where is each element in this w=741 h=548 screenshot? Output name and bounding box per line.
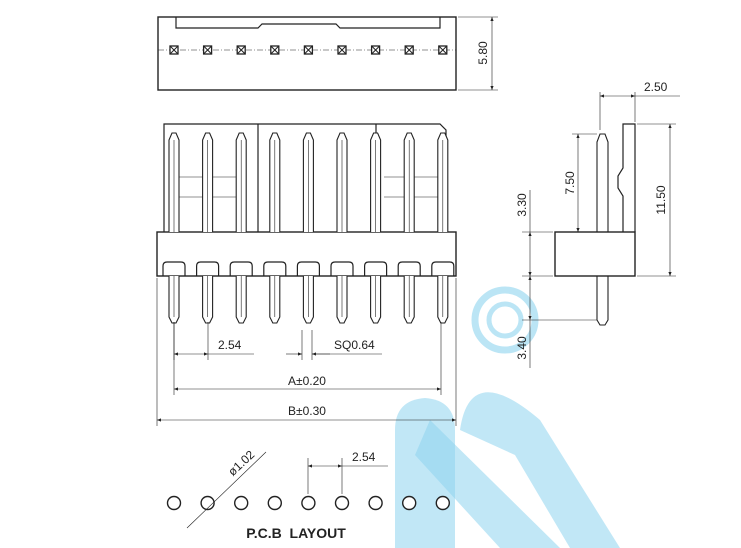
dim-tail-length: 3.40	[515, 336, 529, 360]
side-view: 2.50 7.50 11.50 3.30 3.40	[515, 80, 680, 368]
dim-pitch-front: 2.54	[218, 338, 242, 352]
front-pin	[330, 132, 354, 324]
front-pin	[364, 132, 388, 324]
pcb-hole	[301, 495, 316, 511]
top-pin-mark	[438, 45, 448, 55]
top-pin-mark	[236, 45, 246, 55]
dim-b: B±0.30	[288, 404, 326, 418]
top-pin-mark	[404, 45, 414, 55]
pcb-hole	[334, 495, 350, 511]
front-pin	[229, 132, 253, 324]
pcb-hole	[402, 495, 417, 511]
pcb-holes	[166, 495, 450, 511]
pcb-hole	[368, 495, 383, 511]
pcb-hole	[233, 495, 249, 511]
front-pin	[431, 132, 455, 324]
top-pin-mark	[270, 45, 280, 55]
dim-height-top-view: 5.80	[476, 41, 490, 65]
pcb-layout: ø1.02 2.54 P.C.B LAYOUT	[166, 447, 450, 541]
top-pin-mark	[303, 45, 314, 55]
dim-thickness: 2.50	[644, 80, 668, 94]
top-view: 5.80	[157, 16, 498, 91]
top-pin-mark	[370, 45, 381, 55]
front-pin	[263, 132, 287, 324]
pcb-hole	[435, 495, 450, 511]
top-pin-mark	[169, 45, 179, 55]
front-view-pins	[162, 132, 455, 324]
top-pin-mark	[202, 45, 213, 55]
dim-hole-diameter: ø1.02	[225, 447, 257, 478]
pcb-hole	[200, 495, 215, 511]
dim-housing-height: 3.30	[515, 193, 529, 217]
pcb-layout-title: P.C.B LAYOUT	[246, 525, 346, 541]
front-pin	[296, 132, 320, 324]
watermark-logo	[395, 286, 620, 548]
front-pin	[397, 132, 421, 324]
pcb-hole	[166, 495, 182, 511]
front-view: 2.54 SQ0.64 A±0.20 B±0.30	[156, 123, 457, 426]
dim-upper-pin: 7.50	[563, 171, 577, 195]
front-pin	[196, 132, 220, 324]
pcb-hole	[267, 495, 282, 511]
dim-total-height: 11.50	[654, 185, 668, 214]
top-view-pins	[169, 45, 448, 55]
dim-pin-size: SQ0.64	[334, 338, 375, 352]
dim-a: A±0.20	[288, 374, 326, 388]
dim-pitch-pcb: 2.54	[352, 450, 376, 464]
front-pin	[162, 132, 186, 324]
top-pin-mark	[337, 45, 347, 55]
